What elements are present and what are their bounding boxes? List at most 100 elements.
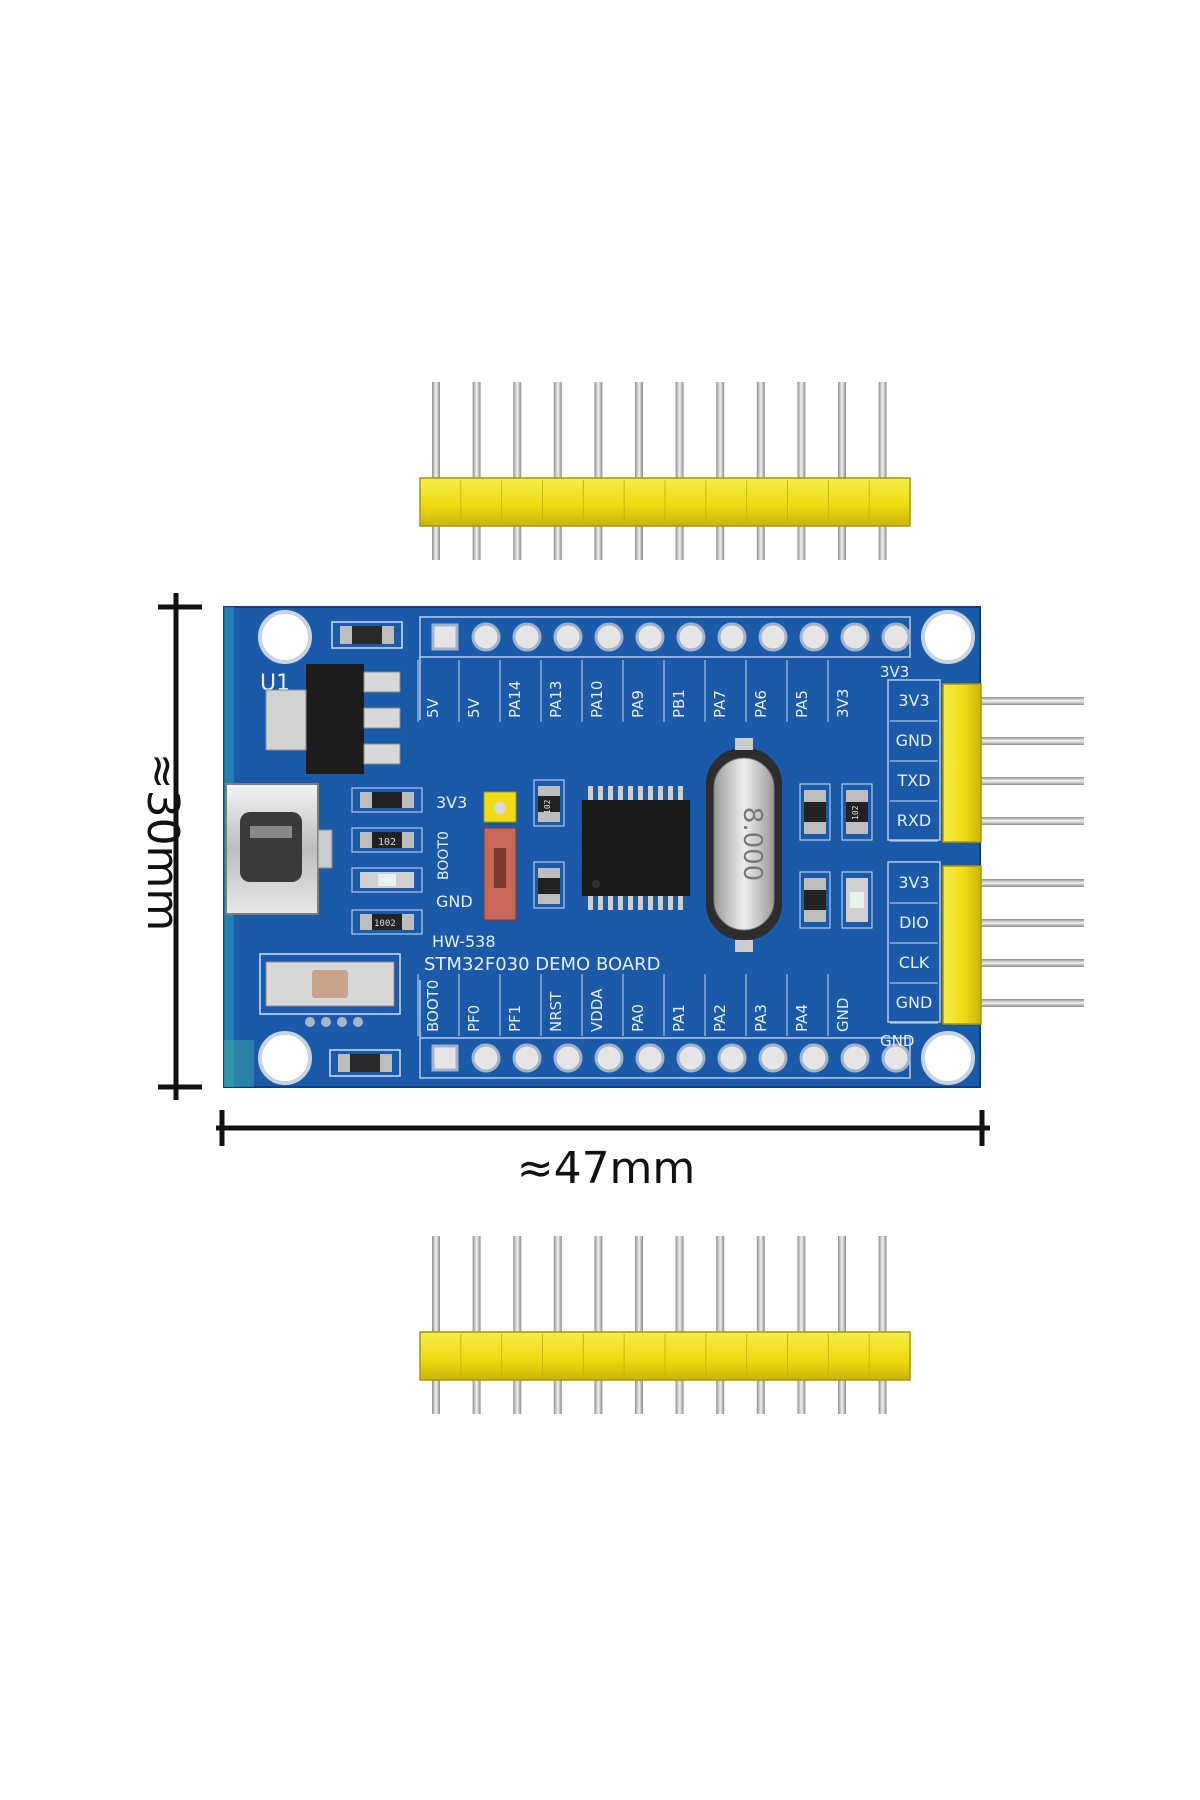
header-pin [432,382,440,560]
header-pin [635,382,643,560]
pad-round [594,622,624,652]
header-pin [513,1236,522,1414]
pad-round [471,1043,501,1073]
pin-label: PA4 [793,1004,811,1032]
header-pin [756,1236,765,1414]
header-pin [716,382,725,560]
height-label: ≈30mm [137,753,188,932]
pad-round [840,1043,870,1073]
pad-round [840,622,870,652]
header-pin [472,382,481,560]
header-pin [878,1236,887,1414]
jumper-label-boot0: BOOT0 [436,831,452,880]
board-name-label: STM32F030 DEMO BOARD [424,954,661,975]
header-pin [553,1236,562,1414]
resistor-code: 102 [851,805,860,820]
pin-label: PB1 [670,689,688,718]
height-dimension: ≈30mm [137,593,202,1100]
pin-label: 5V [424,697,442,718]
pad-round [471,622,501,652]
smd-capacitor [799,871,831,929]
pin-label: PA6 [752,690,770,718]
loose-pin-header-top [419,382,911,560]
pad-round [635,1043,665,1073]
loose-pin-header-bottom [419,1236,911,1414]
header-pin [594,1236,603,1414]
pad-round [635,622,665,652]
resistor-code: 102 [543,799,552,814]
pin-label: PA7 [711,690,729,718]
pin-label: DIO [899,913,929,932]
pin-label: 3V3 [898,691,929,710]
micro-usb-connector [225,783,333,915]
header-pin [960,777,1084,785]
header-pin [432,1236,440,1414]
pad-round [553,622,583,652]
boot0-jumper[interactable] [483,791,517,921]
header-pin [960,959,1084,967]
pad-square [431,1044,459,1072]
pad-round [512,622,542,652]
pin-label: 5V [465,697,483,718]
bottom-header-pads [431,1043,911,1073]
pad-round [676,1043,706,1073]
pad-round [553,1043,583,1073]
smd-capacitor [329,1049,401,1077]
width-dimension: ≈47mm [216,1110,990,1194]
pin-label: GND [896,993,933,1012]
header-pin [960,999,1084,1007]
smd-capacitor [799,783,831,841]
pad-round [676,622,706,652]
right-angle-header-pins [960,697,1084,1007]
pin-label: PA5 [793,690,811,718]
pin-label: 3V3 [834,689,852,718]
reset-button[interactable] [259,953,401,1027]
header-pin [594,382,603,560]
pad-round [758,1043,788,1073]
smd-resistor: 102 [841,783,873,841]
pin-label: PA13 [547,681,565,718]
resistor-code: 1002 [374,919,396,929]
smd-capacitor [533,861,565,909]
top-right-corner-label: 3V3 [880,663,909,681]
resistor-code: 102 [378,837,396,848]
board-model-label: HW-538 [432,932,496,951]
jumper-label-3v3: 3V3 [436,793,467,812]
pad-round [799,622,829,652]
voltage-regulator: U1 [260,664,401,774]
pin-label: 3V3 [898,873,929,892]
smd-resistor: 102 [351,827,423,853]
header-pin [716,1236,725,1414]
header-pin [838,1236,846,1414]
header-pin [960,879,1084,887]
pad-round [881,622,911,652]
pin-label: PF0 [465,1005,483,1032]
top-header-pads [431,622,911,652]
pad-round [512,1043,542,1073]
crystal-oscillator: 8.000 [706,738,782,952]
smd-resistor [351,787,423,813]
smd-resistor: 1002 [351,909,423,935]
pad-round [717,622,747,652]
pin-label: PA1 [670,1004,688,1032]
width-label: ≈47mm [517,1143,696,1194]
status-led [841,871,873,929]
header-pin [960,919,1084,927]
pin-label: TXD [896,771,930,790]
pin-label: NRST [547,991,565,1032]
pin-label: PA14 [506,681,524,718]
header-pin [960,737,1084,745]
pin-label: CLK [899,953,930,972]
pad-round [594,1043,624,1073]
pin-label: RXD [897,811,931,830]
header-pin [553,382,562,560]
header-pin [635,1236,643,1414]
stm32-microcontroller [582,786,690,910]
mounting-holes [258,610,975,1085]
pin-label: PA2 [711,1004,729,1032]
smd-capacitor [331,621,403,649]
pin-label: GND [896,731,933,750]
header-pin [797,1236,806,1414]
